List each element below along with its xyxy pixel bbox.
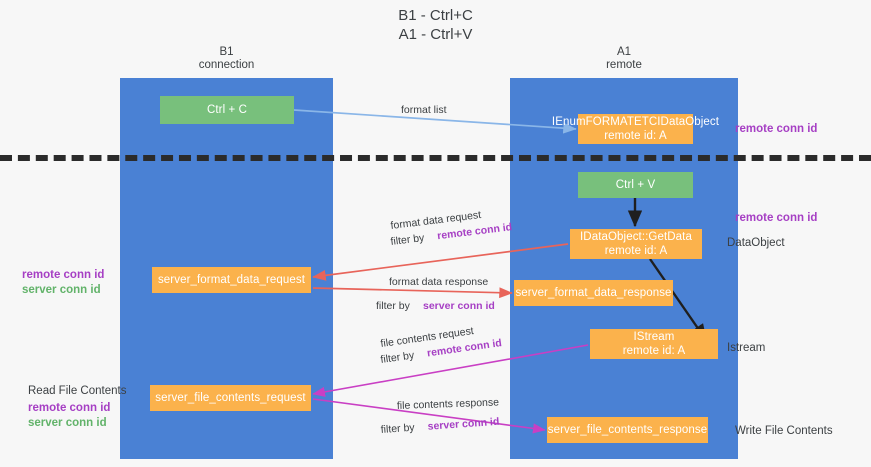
- node-enum-format-dataobject-subtitle: remote id: A: [604, 130, 667, 142]
- edge-label-filter-by-2: filter by: [376, 300, 411, 312]
- column-header-a1: A1 remote: [606, 46, 642, 71]
- edge-format-data-response: [312, 287, 513, 299]
- edge-label-server-conn-id-1: server conn id: [423, 300, 495, 312]
- node-server-format-data-response[interactable]: server_format_data_response: [514, 280, 673, 306]
- node-idataobject-getdata-label: IDataObject::GetData: [580, 231, 692, 243]
- label-group-conn-ids-left: remote conn id server conn id: [22, 268, 104, 298]
- label-remote-conn-id-left-2: remote conn id: [28, 402, 111, 414]
- column-header-b1: B1 connection: [198, 46, 255, 71]
- edge-label-filter-by-1: filter by: [390, 232, 426, 248]
- label-write-file-contents: Write File Contents: [735, 425, 833, 437]
- section-divider: [0, 155, 871, 161]
- node-server-format-data-request[interactable]: server_format_data_request: [152, 267, 311, 293]
- label-remote-conn-id-mid: remote conn id: [735, 212, 818, 224]
- label-server-conn-id-left: server conn id: [22, 284, 101, 296]
- edge-label-filter-by-4: filter by: [380, 422, 415, 436]
- edge-label-format-list: format list: [401, 104, 447, 116]
- edge-file-contents-response: [312, 398, 546, 434]
- node-ctrl-c-label: Ctrl + C: [206, 104, 248, 116]
- edge-format-data-request: [312, 243, 569, 281]
- edge-format-list: [293, 109, 577, 134]
- node-server-file-contents-request-label: server_file_contents_request: [155, 392, 306, 404]
- node-enum-format-dataobject[interactable]: IEnumFORMATETCIDataObject remote id: A: [552, 114, 719, 144]
- node-enum-format-dataobject-label: IEnumFORMATETCIDataObject: [551, 116, 720, 128]
- label-istream: Istream: [727, 342, 766, 354]
- node-server-format-data-response-label: server_format_data_response: [515, 287, 672, 299]
- label-remote-conn-id-left: remote conn id: [22, 269, 105, 281]
- node-server-file-contents-response[interactable]: server_file_contents_response: [547, 417, 708, 443]
- label-server-conn-id-left-2: server conn id: [28, 417, 107, 429]
- edge-getdata-to-istream: [649, 258, 707, 341]
- node-idataobject-getdata-subtitle: remote id: A: [604, 245, 668, 257]
- node-ctrl-v-label: Ctrl + V: [615, 179, 656, 191]
- node-ctrl-c[interactable]: Ctrl + C: [160, 96, 294, 124]
- edge-label-file-contents-response: file contents response: [397, 396, 500, 412]
- label-dataobject: DataObject: [727, 237, 785, 249]
- node-istream-label: IStream: [633, 331, 675, 343]
- label-remote-conn-id-top: remote conn id: [735, 123, 818, 135]
- edge-label-filter-by-3: filter by: [380, 349, 416, 366]
- label-read-file-contents: Read File Contents: [28, 385, 127, 397]
- label-group-conn-ids-left-2: remote conn id server conn id: [28, 401, 110, 431]
- node-idataobject-getdata[interactable]: IDataObject::GetData remote id: A: [570, 229, 702, 259]
- page-title: B1 - Ctrl+C A1 - Ctrl+V: [398, 7, 473, 43]
- node-ctrl-v[interactable]: Ctrl + V: [578, 172, 693, 198]
- node-istream-subtitle: remote id: A: [622, 345, 686, 357]
- node-server-file-contents-response-label: server_file_contents_response: [547, 424, 708, 436]
- node-istream[interactable]: IStream remote id: A: [590, 329, 718, 359]
- node-server-format-data-request-label: server_format_data_request: [157, 274, 306, 286]
- edge-label-format-data-response: format data response: [389, 276, 488, 288]
- node-server-file-contents-request[interactable]: server_file_contents_request: [150, 385, 311, 411]
- edge-label-server-conn-id-2: server conn id: [427, 416, 499, 433]
- edge-file-contents-request: [312, 344, 589, 397]
